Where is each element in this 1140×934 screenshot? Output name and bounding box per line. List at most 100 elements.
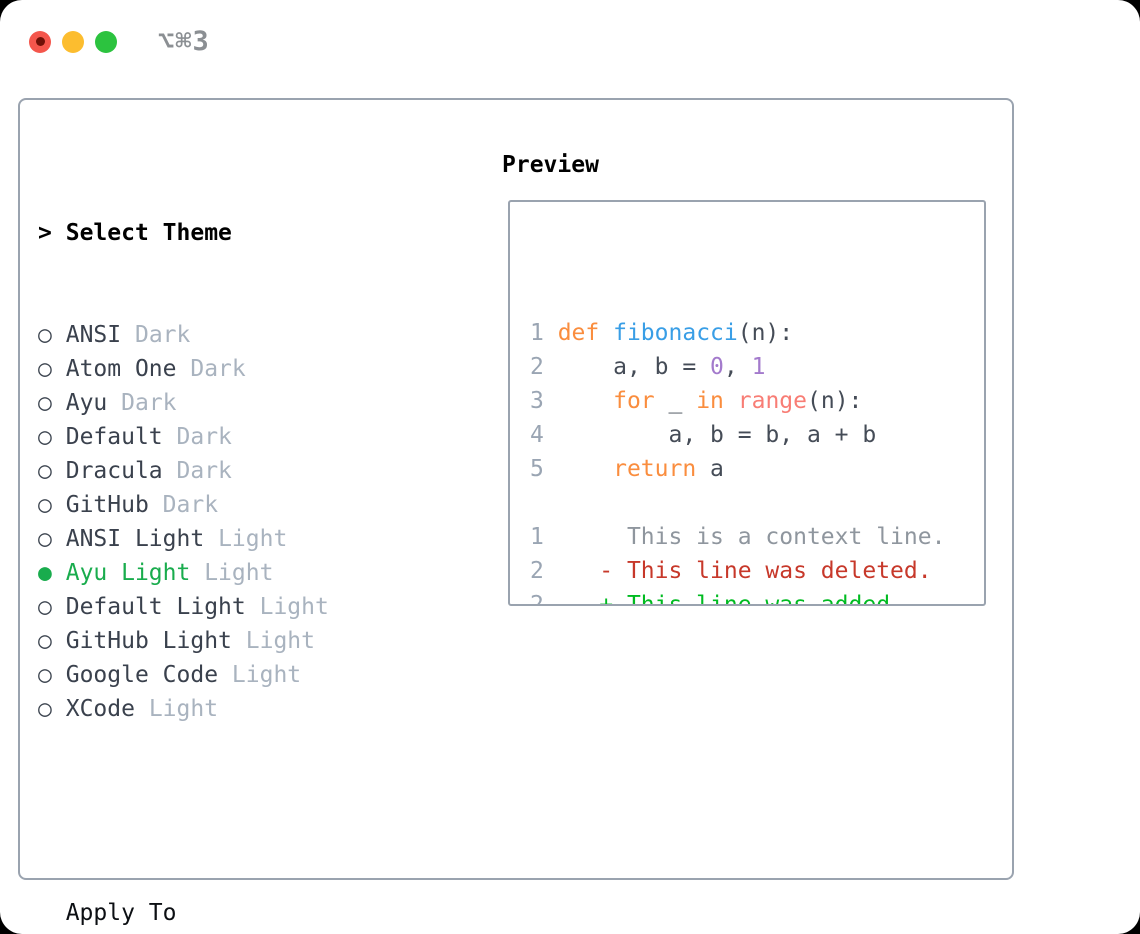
code-segment: 1 <box>751 354 766 380</box>
theme-variant: Dark <box>190 356 246 382</box>
radio-icon: ○ <box>38 628 52 654</box>
theme-option-default-light-light[interactable]: ○ Default Light Light <box>38 590 426 624</box>
theme-variant: Light <box>148 696 219 722</box>
select-theme-title: Select Theme <box>65 220 232 246</box>
preview-line: 2 + This line was added. <box>530 588 984 606</box>
zoom-button-icon[interactable] <box>95 30 117 53</box>
theme-variant: Dark <box>121 390 177 416</box>
minimize-button-icon[interactable] <box>62 30 84 53</box>
preview-line: 2 - This line was deleted. <box>530 554 984 588</box>
theme-list: ○ ANSI Dark○ Atom One Dark○ Ayu Dark○ De… <box>38 318 426 726</box>
line-number: 1 <box>530 524 558 550</box>
theme-variant: Dark <box>162 492 219 518</box>
theme-option-default-dark[interactable]: ○ Default Dark <box>38 420 426 454</box>
preview-line <box>530 486 984 520</box>
radio-icon: ○ <box>38 662 52 688</box>
theme-variant: Light <box>231 662 302 688</box>
line-number: 5 <box>530 456 558 482</box>
theme-variant: Light <box>218 526 288 552</box>
line-number: 2 <box>530 592 558 606</box>
theme-variant: Dark <box>134 322 191 348</box>
preview-line: 3 for _ in range(n): <box>530 384 984 418</box>
radio-icon: ○ <box>38 390 52 416</box>
theme-option-ayu-light-light[interactable]: ● Ayu Light Light <box>38 556 426 590</box>
preview-line: 1 def fibonacci(n): <box>530 316 984 350</box>
focus-caret-icon: > <box>38 220 52 246</box>
theme-name: GitHub <box>65 492 149 518</box>
line-number: 1 <box>530 320 558 346</box>
code-segment: for <box>613 388 655 414</box>
line-number: 3 <box>530 388 558 414</box>
code-segment <box>558 388 613 414</box>
radio-icon: ○ <box>38 594 52 620</box>
theme-name: Google Code <box>65 662 219 688</box>
code-segment: - This line was deleted. <box>557 558 932 584</box>
theme-variant: Dark <box>176 424 232 450</box>
code-segment: a, b = b, a + b <box>557 422 877 448</box>
radio-icon: ○ <box>38 696 52 722</box>
theme-variant: Light <box>245 628 315 654</box>
theme-name: Atom One <box>65 356 177 382</box>
radio-icon: ● <box>38 560 52 586</box>
radio-icon: ○ <box>38 492 52 518</box>
theme-name: Ayu <box>65 390 108 416</box>
theme-name: Ayu Light <box>65 560 191 586</box>
select-theme-header: > Select Theme <box>38 216 426 250</box>
line-number: 2 <box>530 558 558 584</box>
code-segment: fibonacci <box>613 320 738 346</box>
code-segment: range <box>737 388 807 414</box>
line-number: 2 <box>530 354 558 380</box>
theme-option-xcode-light[interactable]: ○ XCode Light <box>38 692 426 726</box>
theme-option-ayu-dark[interactable]: ○ Ayu Dark <box>38 386 426 420</box>
theme-name: ANSI Light <box>65 526 205 552</box>
line-number <box>530 490 558 516</box>
theme-name: Default <box>65 424 163 450</box>
theme-option-dracula-dark[interactable]: ○ Dracula Dark <box>38 454 426 488</box>
code-segment: a <box>696 456 724 482</box>
theme-option-github-dark[interactable]: ○ GitHub Dark <box>38 488 426 522</box>
window-title: ⌥⌘3 <box>158 26 210 57</box>
titlebar: ⌥⌘3 <box>29 26 210 57</box>
theme-picker-panel: > Select Theme ○ ANSI Dark○ Atom One Dar… <box>18 98 1014 926</box>
code-segment: a, b = <box>557 354 711 380</box>
code-segment <box>558 456 613 482</box>
code-segment: (n): <box>807 388 863 414</box>
preview-header: Preview <box>502 152 599 178</box>
code-segment <box>599 320 613 346</box>
theme-option-ansi-light-light[interactable]: ○ ANSI Light Light <box>38 522 426 556</box>
theme-list-pane: > Select Theme ○ ANSI Dark○ Atom One Dar… <box>38 148 426 934</box>
code-segment: , <box>723 354 752 380</box>
code-segment: _ <box>654 388 697 414</box>
radio-icon: ○ <box>38 356 52 382</box>
code-segment: This is a context line. <box>557 524 946 550</box>
line-number: 4 <box>530 422 558 448</box>
theme-option-google-code-light[interactable]: ○ Google Code Light <box>38 658 426 692</box>
theme-name: Dracula <box>65 458 163 484</box>
radio-icon: ○ <box>38 458 52 484</box>
preview-line: 1 This is a context line. <box>530 520 984 554</box>
theme-name: Default Light <box>65 594 246 620</box>
code-segment: (n): <box>737 320 794 346</box>
code-segment: return <box>613 456 697 482</box>
preview-line: 2 a, b = 0, 1 <box>530 350 984 384</box>
code-segment: + This line was added. <box>557 592 904 606</box>
code-segment: def <box>557 320 600 346</box>
theme-variant: Light <box>259 594 329 620</box>
close-button-icon[interactable] <box>29 30 51 53</box>
theme-name: GitHub Light <box>65 628 232 654</box>
preview-line: 4 a, b = b, a + b <box>530 418 984 452</box>
theme-option-github-light-light[interactable]: ○ GitHub Light Light <box>38 624 426 658</box>
theme-name: ANSI <box>65 322 122 348</box>
theme-variant: Dark <box>176 458 232 484</box>
code-segment: 0 <box>710 354 724 380</box>
preview-line: 5 return a <box>530 452 984 486</box>
radio-icon: ○ <box>38 526 52 552</box>
theme-option-ansi-dark[interactable]: ○ ANSI Dark <box>38 318 426 352</box>
radio-icon: ○ <box>38 322 52 348</box>
theme-option-atom-one-dark[interactable]: ○ Atom One Dark <box>38 352 426 386</box>
theme-variant: Light <box>204 560 274 586</box>
code-segment <box>724 388 738 414</box>
